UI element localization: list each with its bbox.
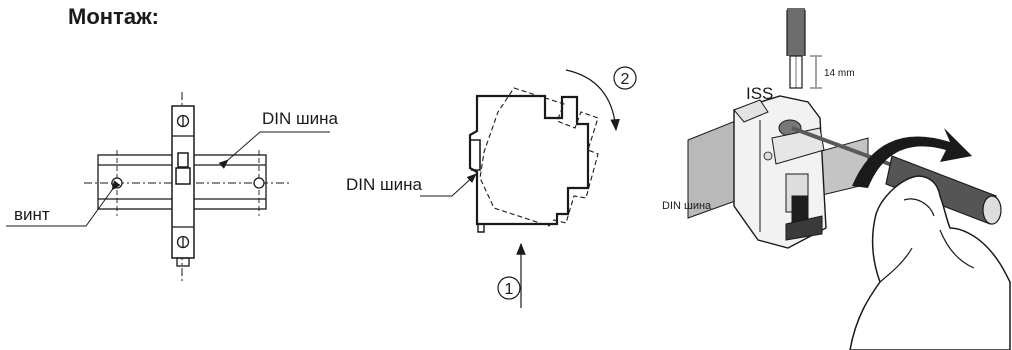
fig3-model-label: ISS xyxy=(746,84,773,103)
fig3-wire-insulation xyxy=(787,8,805,56)
fig2-step1-circle xyxy=(497,276,521,300)
fig3-wiring-illustration xyxy=(687,8,1011,350)
fig2-rotated-outline xyxy=(479,87,599,227)
fig3-hand xyxy=(849,175,1011,350)
fig2-breaker-profile xyxy=(468,94,590,226)
fig2-rotate-arrow xyxy=(565,69,620,132)
fig2-step1-number: 1 xyxy=(505,281,514,298)
fig3-strip-length: 14 mm xyxy=(824,68,855,79)
fig2-side-mounting xyxy=(420,66,637,308)
fig3-din-label: DIN шина xyxy=(662,200,712,212)
fig1-din-label: DIN шина xyxy=(262,109,339,128)
fig1-din-rail-topview xyxy=(6,92,330,282)
fig2-step2-number: 2 xyxy=(621,71,630,88)
fig2-din-label: DIN шина xyxy=(346,175,423,194)
fig1-screw-right xyxy=(253,177,265,189)
fig1-screw-left xyxy=(111,177,123,189)
fig3-rotate-arrow xyxy=(852,128,972,188)
page-title: Монтаж: xyxy=(68,4,159,29)
fig2-step2-circle xyxy=(613,66,637,90)
fig1-screw-label: винт xyxy=(14,205,50,224)
